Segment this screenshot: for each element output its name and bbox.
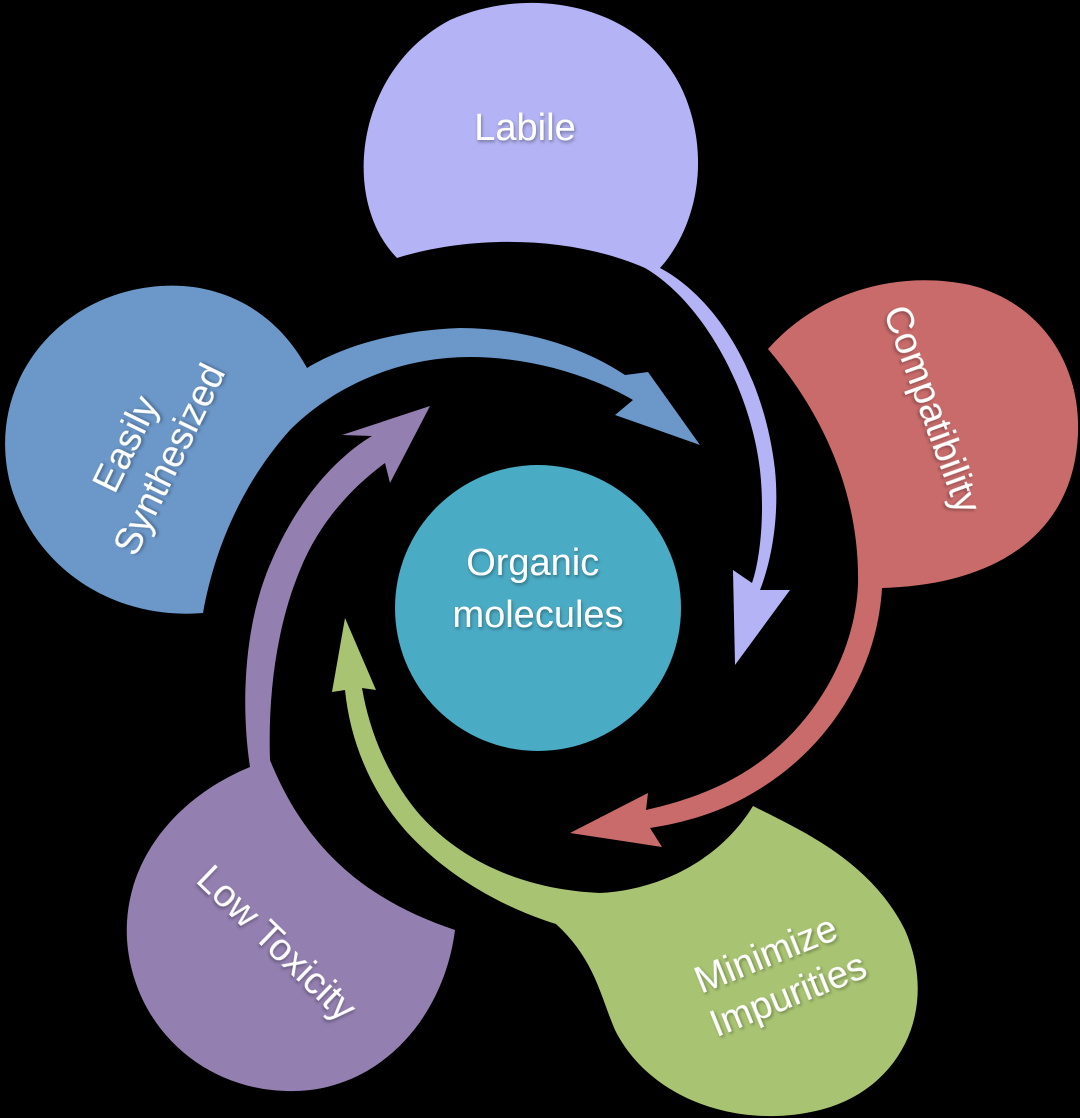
center-node-organic-molecules: Organic molecules bbox=[395, 465, 681, 751]
node-minimize-impurities: Minimize Impurities bbox=[332, 618, 918, 1117]
node-easily-synthesized-shape bbox=[5, 285, 700, 614]
center-node-shape bbox=[395, 465, 681, 751]
node-labile-shape bbox=[363, 2, 790, 666]
node-easily-synthesized: Easily Synthesized bbox=[5, 285, 700, 614]
node-labile-label: Labile bbox=[474, 107, 575, 149]
node-minimize-impurities-shape bbox=[332, 618, 918, 1117]
node-compatibility-shape bbox=[570, 280, 1079, 847]
center-node-label: Organic molecules bbox=[452, 542, 623, 636]
node-compatibility: Compatibility bbox=[570, 280, 1079, 847]
node-low-toxicity: Low Toxicity bbox=[126, 406, 455, 1092]
node-labile: Labile bbox=[363, 2, 790, 666]
node-low-toxicity-shape bbox=[126, 406, 455, 1092]
